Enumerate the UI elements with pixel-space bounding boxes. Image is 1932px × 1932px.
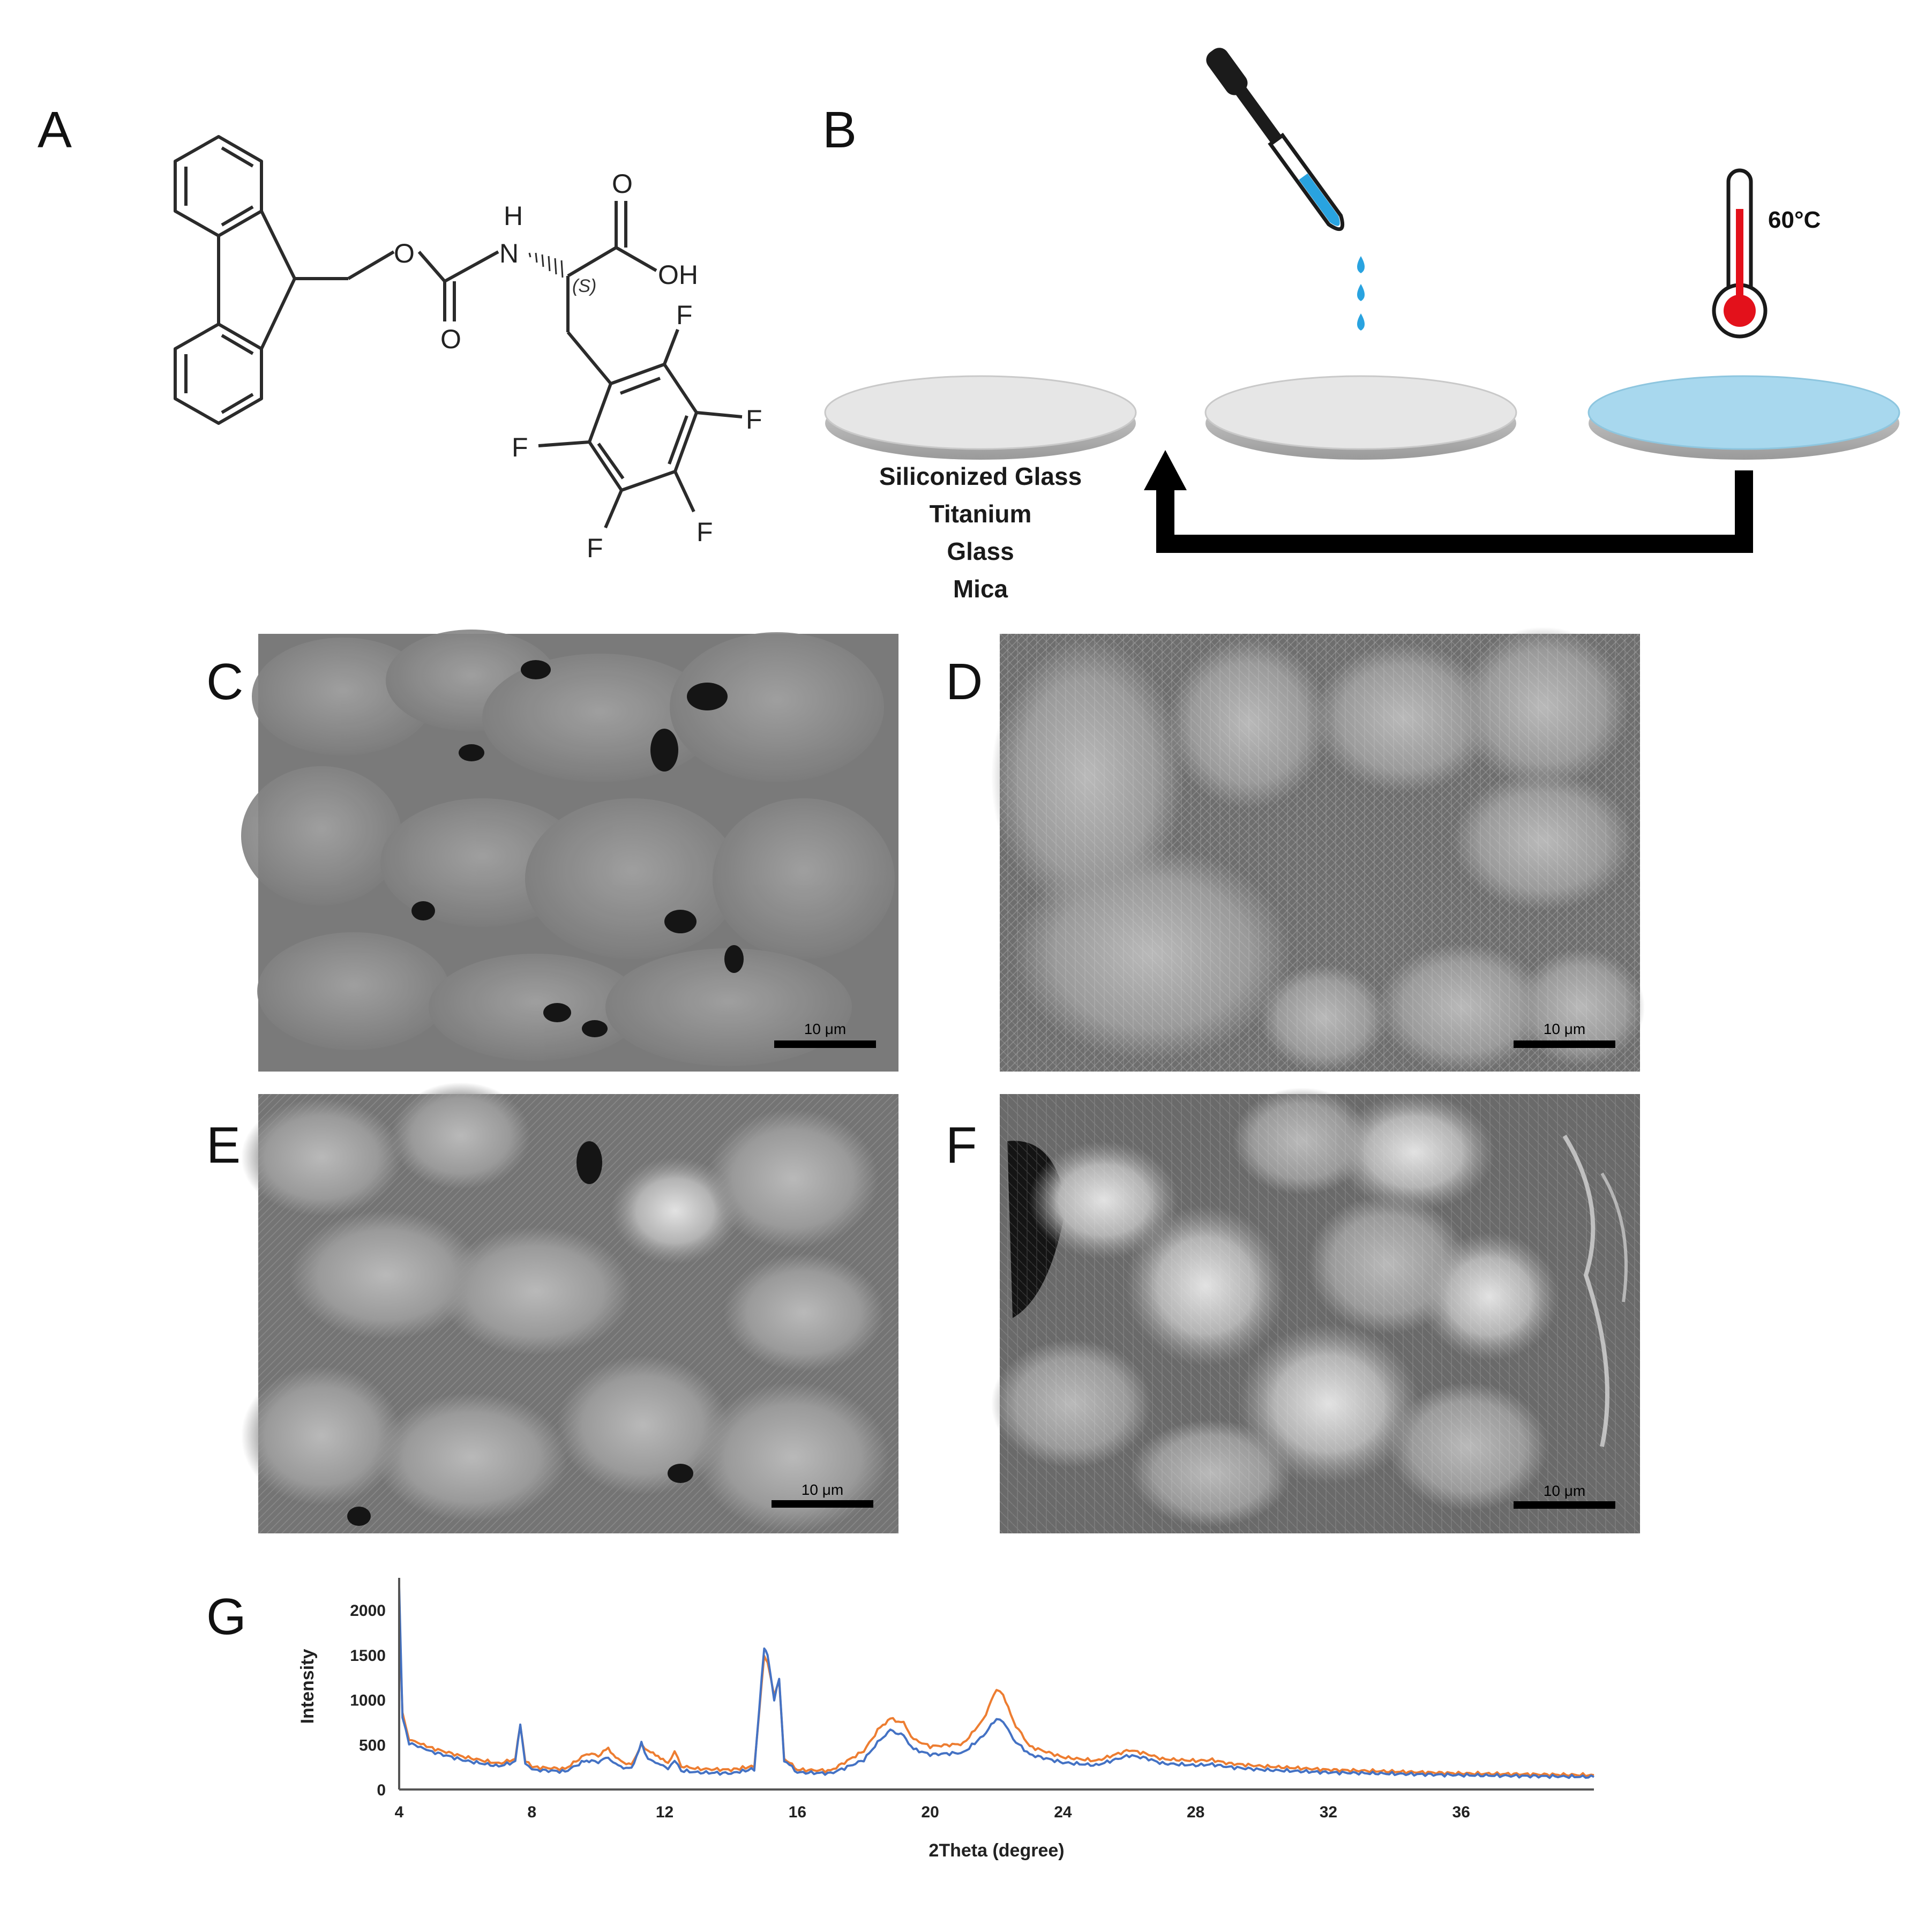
sem-image-f: 10 μm xyxy=(991,1088,1640,1533)
atom-f2: F xyxy=(746,405,762,435)
return-arrow xyxy=(1156,470,1753,553)
x-tick-label: 36 xyxy=(1452,1803,1470,1821)
panel-label-e: E xyxy=(206,1117,241,1174)
atom-h: H xyxy=(504,201,523,231)
x-axis-label: 2Theta (degree) xyxy=(928,1840,1064,1861)
molecule-atom-labels: O N H O O OH (S) F F F F F xyxy=(394,169,762,563)
x-tick-label: 24 xyxy=(1054,1803,1072,1821)
surface-item: Mica xyxy=(953,575,1008,603)
y-tick-label: 500 xyxy=(359,1736,386,1754)
atom-f1: F xyxy=(676,300,693,330)
panel-label-c: C xyxy=(206,653,243,710)
scale-bar-label: 10 μm xyxy=(804,1021,846,1037)
sem-image-e: 10 μm xyxy=(241,1082,898,1533)
panel-label-b: B xyxy=(822,101,857,159)
scheme-disk-coated xyxy=(1587,375,1900,460)
atom-o-carbonyl: O xyxy=(440,324,461,354)
temperature-label: 60°C xyxy=(1768,207,1821,233)
surface-list: Siliconized Glass Titanium Glass Mica xyxy=(879,462,1082,603)
atom-o-ester: O xyxy=(394,238,415,268)
sem-image-d: 10 μm xyxy=(991,627,1645,1072)
pipette-icon xyxy=(1206,48,1345,231)
atom-f4: F xyxy=(587,533,603,563)
atom-n: N xyxy=(499,238,519,268)
y-tick-label: 1000 xyxy=(350,1692,386,1710)
thermometer-icon xyxy=(1712,168,1768,339)
x-tick-label: 8 xyxy=(527,1803,536,1821)
atom-f5: F xyxy=(512,432,528,462)
x-tick-label: 4 xyxy=(395,1803,404,1821)
scheme-disk-2 xyxy=(1204,375,1517,460)
x-tick-label: 32 xyxy=(1320,1803,1337,1821)
panel-label-f: F xyxy=(946,1117,977,1174)
y-axis-label: Intensity xyxy=(297,1649,318,1724)
series-line-1 xyxy=(398,1611,1594,1777)
surface-item: Siliconized Glass xyxy=(879,462,1082,490)
atom-oh: OH xyxy=(658,260,698,290)
panel-label-d: D xyxy=(946,653,983,710)
series-line-2 xyxy=(398,1586,1594,1779)
x-tick-label: 12 xyxy=(656,1803,673,1821)
y-tick-label: 1500 xyxy=(350,1647,386,1665)
x-tick-label: 28 xyxy=(1187,1803,1204,1821)
xrd-chart: 4 8 12 16 20 24 28 32 36 0 500 1000 1500 2000 2Theta … xyxy=(297,1578,1594,1861)
scale-bar-label: 10 μm xyxy=(802,1481,843,1498)
stereo-label: (S) xyxy=(572,276,596,296)
scale-bar-label: 10 μm xyxy=(1544,1482,1585,1499)
scheme-disk-1 xyxy=(824,375,1137,460)
x-tick-label: 16 xyxy=(789,1803,806,1821)
surface-item: Glass xyxy=(947,537,1014,565)
arrow-head-icon xyxy=(1144,450,1187,490)
atom-o-acid: O xyxy=(612,169,633,199)
y-tick-label: 2000 xyxy=(350,1602,386,1620)
atom-f3: F xyxy=(697,517,713,547)
surface-item: Titanium xyxy=(930,500,1032,528)
x-tick-label: 20 xyxy=(921,1803,939,1821)
panel-label-g: G xyxy=(206,1588,246,1645)
scale-bar-label: 10 μm xyxy=(1544,1021,1585,1037)
molecule-structure xyxy=(174,135,743,529)
panel-label-a: A xyxy=(38,101,72,159)
y-tick-label: 0 xyxy=(377,1781,386,1799)
droplet-icons xyxy=(1357,256,1365,331)
sem-image-c: 10 μm xyxy=(241,630,898,1072)
